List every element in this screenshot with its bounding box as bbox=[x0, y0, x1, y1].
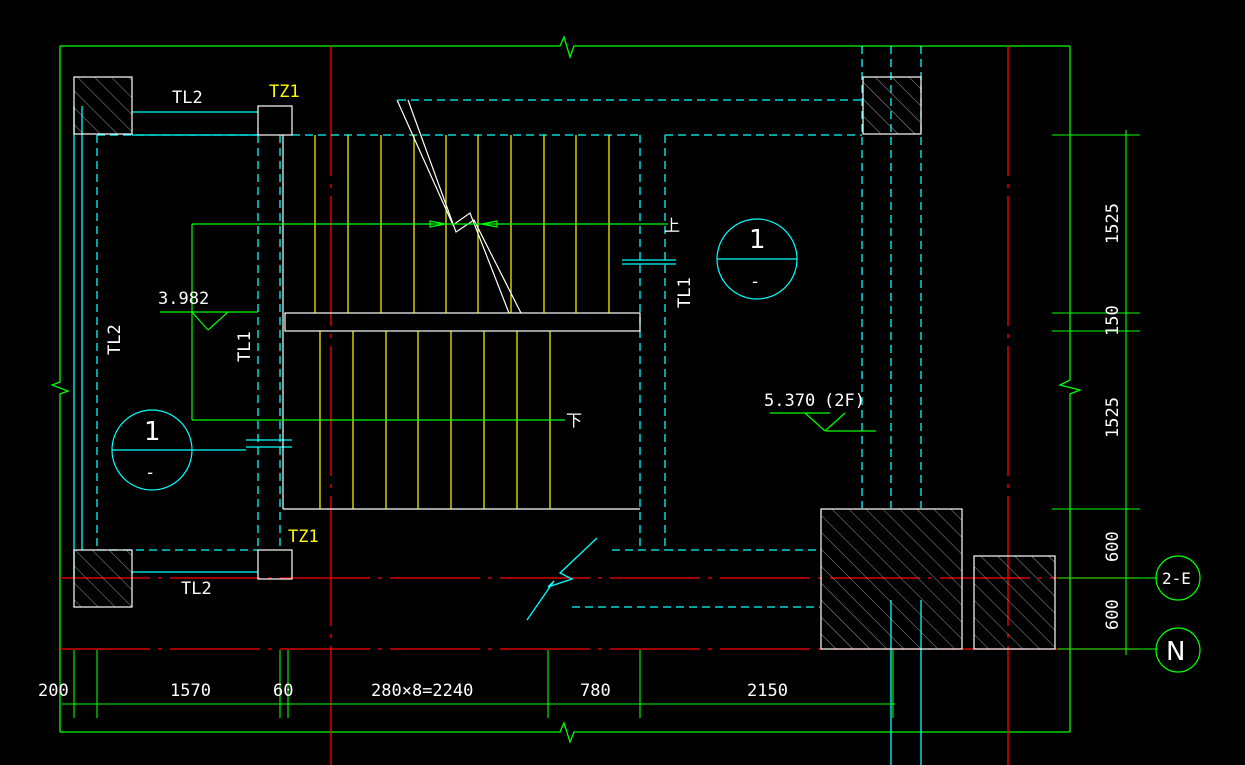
dim-v-600-bottom: 600 bbox=[1103, 599, 1123, 630]
column-top-left bbox=[73, 76, 133, 135]
section-marker-left-sheet: - bbox=[145, 463, 155, 483]
label-tl2-left: TL2 bbox=[105, 324, 125, 355]
grid-bubble-n bbox=[1155, 627, 1201, 673]
label-tl1-left: TL1 bbox=[235, 331, 255, 362]
column-small bbox=[973, 555, 1056, 650]
label-tl2-top: TL2 bbox=[172, 88, 203, 108]
elevation-marks bbox=[160, 311, 876, 432]
label-tz1-top: TZ1 bbox=[269, 82, 300, 102]
annotations: TL2 TL2 TZ1 TZ1 TL2 TL1 TL1 上 下 3.982 5.… bbox=[38, 82, 1191, 701]
grid-bubble-2e bbox=[1155, 555, 1201, 601]
column-top-right bbox=[862, 76, 922, 135]
label-stair-up: 上 bbox=[664, 216, 680, 235]
column-tz1-bottom bbox=[257, 549, 293, 580]
walking-arrows bbox=[191, 220, 668, 421]
section-marker-right-sheet: - bbox=[750, 272, 760, 292]
dimension-lines bbox=[62, 130, 1158, 718]
dim-v-600-top: 600 bbox=[1103, 531, 1123, 562]
column-bottom-left bbox=[73, 549, 133, 608]
dim-780: 780 bbox=[580, 681, 611, 701]
wall-break-line bbox=[526, 537, 598, 621]
label-stair-down: 下 bbox=[566, 411, 582, 430]
dim-60: 60 bbox=[273, 681, 293, 701]
label-tl2-bottom: TL2 bbox=[181, 579, 212, 599]
section-marker-right-number: 1 bbox=[749, 225, 766, 255]
stair-landing bbox=[284, 312, 641, 332]
column-large bbox=[820, 508, 963, 650]
elevation-floor-tag: (2F) bbox=[824, 391, 865, 411]
outer-frame bbox=[50, 35, 1083, 744]
section-markers bbox=[111, 218, 798, 491]
label-tz1-bottom: TZ1 bbox=[288, 527, 319, 547]
dim-2240: 280×8=2240 bbox=[371, 681, 473, 701]
elevation-landing: 3.982 bbox=[158, 289, 209, 309]
label-tl1-right: TL1 bbox=[675, 277, 695, 308]
dim-v-1525-top: 1525 bbox=[1103, 203, 1123, 244]
column-tz1-top bbox=[257, 105, 293, 136]
section-marker-left-number: 1 bbox=[144, 417, 161, 447]
dim-200: 200 bbox=[38, 681, 69, 701]
grid-bubbles bbox=[1155, 555, 1201, 673]
structural-columns bbox=[73, 76, 1056, 650]
elevation-floor: 5.370 bbox=[764, 391, 815, 411]
dim-v-1525-bottom: 1525 bbox=[1103, 397, 1123, 438]
dim-v-150: 150 bbox=[1103, 305, 1123, 336]
dim-1570: 1570 bbox=[170, 681, 211, 701]
grid-bubble-2e-label: 2-E bbox=[1162, 569, 1191, 588]
grid-bubble-n-label: N bbox=[1166, 637, 1185, 667]
axis-lines bbox=[60, 46, 1150, 765]
stair-flights bbox=[282, 99, 641, 510]
dim-2150: 2150 bbox=[747, 681, 788, 701]
